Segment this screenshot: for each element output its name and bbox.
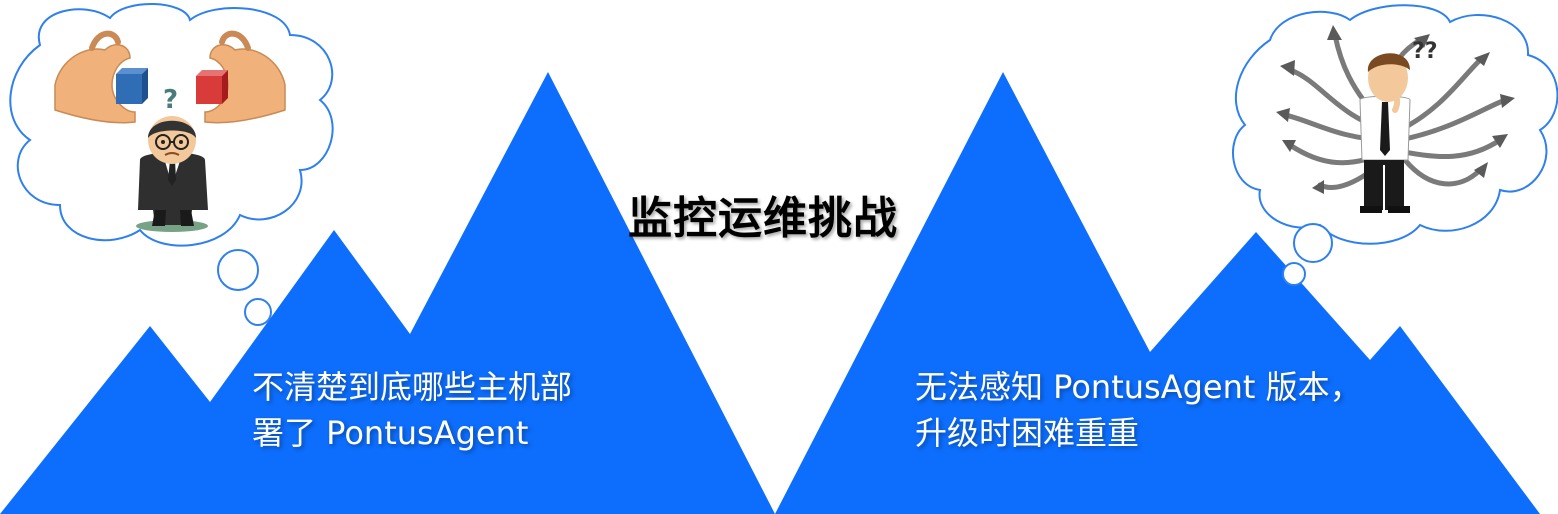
challenge-caption-left: 不清楚到底哪些主机部 署了 PontusAgent [252,364,572,456]
confused-businessman-with-cubes-illustration: ? [54,30,286,232]
red-cube-icon [196,70,228,104]
blue-cube-icon [116,68,148,104]
mountain-right [775,72,1540,514]
mountains [0,72,1540,514]
question-marks-icon: ?? [1412,39,1438,64]
confused-man-with-tangled-arrows-illustration: ?? [1276,25,1515,213]
challenge-caption-right: 无法感知 PontusAgent 版本， 升级时困难重重 [915,364,1362,456]
question-mark-icon: ? [163,85,178,115]
arrowheads [1276,25,1515,194]
page-title: 监控运维挑战 [628,193,898,244]
challenge-caption-line: 升级时困难重重 [915,414,1140,452]
left-hand-icon [54,43,136,124]
challenge-caption-line: 不清楚到底哪些主机部 [252,368,573,406]
challenge-caption-line: 署了 PontusAgent [252,414,529,452]
challenge-caption-line: 无法感知 PontusAgent 版本， [915,368,1362,406]
mountain-left-small [0,72,775,514]
